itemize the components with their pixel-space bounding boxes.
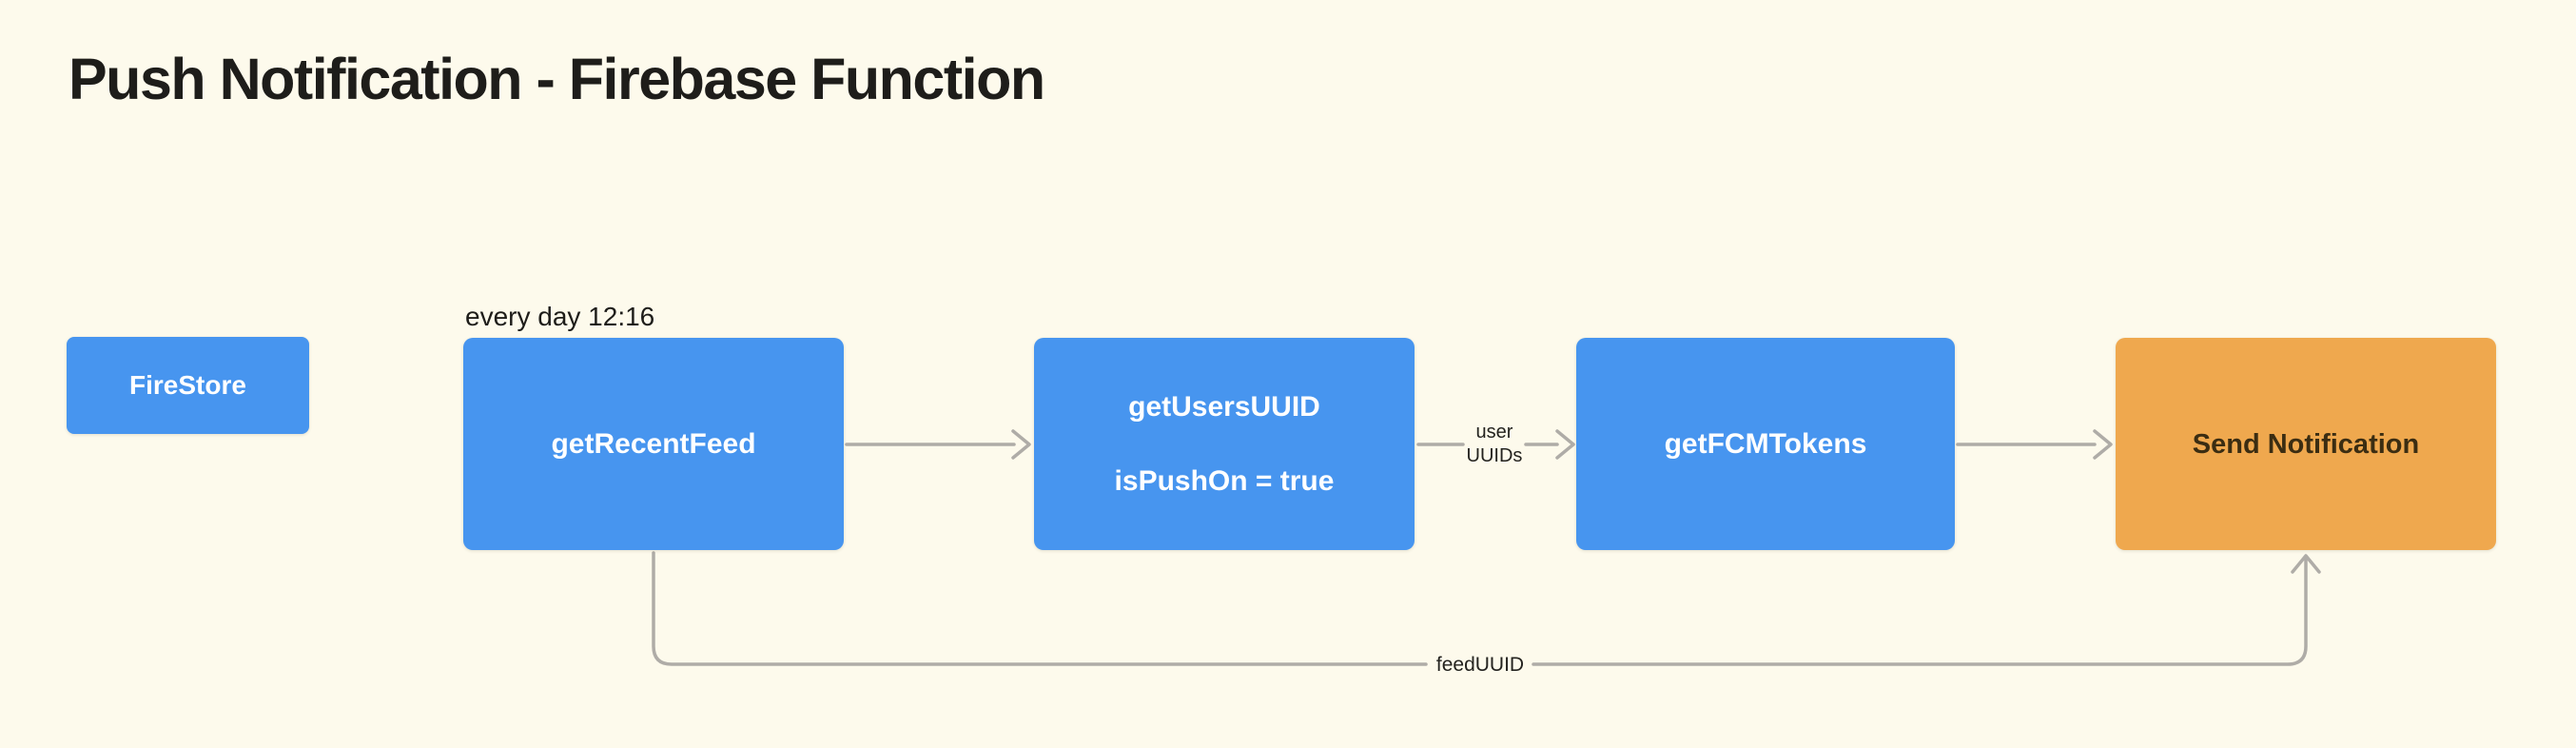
edge-feeduuid-line-right bbox=[1532, 558, 2308, 666]
edge-label-feed-uuid: feedUUID bbox=[1435, 654, 1525, 676]
node-firestore[interactable]: FireStore bbox=[67, 337, 309, 434]
schedule-annotation: every day 12:16 bbox=[465, 302, 655, 331]
node-get-users-uuid[interactable]: getUsersUUID isPushOn = true bbox=[1034, 338, 1415, 550]
node-get-fcm-tokens-label: getFCMTokens bbox=[1664, 427, 1867, 460]
node-get-users-uuid-label: getUsersUUID bbox=[1128, 390, 1320, 423]
edge-label-user-uuids-line1: user bbox=[1475, 422, 1513, 443]
edge-label-user-uuids: user UUIDs bbox=[1418, 421, 1571, 468]
node-get-fcm-tokens[interactable]: getFCMTokens bbox=[1576, 338, 1955, 550]
node-get-users-uuid-condition: isPushOn = true bbox=[1114, 464, 1335, 497]
edge-label-user-uuids-line2: UUIDs bbox=[1466, 445, 1523, 466]
node-send-notification-label: Send Notification bbox=[2192, 428, 2420, 460]
node-send-notification[interactable]: Send Notification bbox=[2116, 338, 2496, 550]
node-firestore-label: FireStore bbox=[129, 370, 246, 400]
page-title: Push Notification - Firebase Function bbox=[68, 47, 1045, 111]
node-get-recent-feed[interactable]: getRecentFeed bbox=[463, 338, 844, 550]
node-get-recent-feed-label: getRecentFeed bbox=[551, 427, 756, 460]
edge-fcmtokens-sendnotification-arrowhead-icon bbox=[2093, 429, 2113, 460]
edge-recentfeed-usersuuid-arrowhead-icon bbox=[1011, 429, 1031, 460]
edge-feeduuid-arrowhead-icon bbox=[2291, 554, 2321, 574]
edge-feeduuid-line-left bbox=[652, 551, 1428, 666]
